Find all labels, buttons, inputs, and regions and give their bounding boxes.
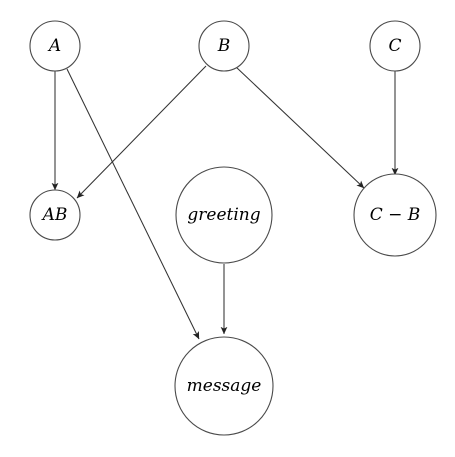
node-ab-label: AB xyxy=(41,205,68,225)
node-b: B xyxy=(198,20,250,72)
node-message-label: message xyxy=(187,376,262,396)
node-a-label: A xyxy=(47,36,61,56)
node-c-label: C xyxy=(388,36,401,56)
edge-a-to-message xyxy=(66,68,200,340)
node-c: C xyxy=(369,20,421,72)
node-ab: AB xyxy=(29,189,81,241)
node-message: message xyxy=(174,336,274,436)
edge-b-to-c-minus-b xyxy=(235,66,365,189)
node-c-minus-b-label: C − B xyxy=(370,205,421,225)
node-a: A xyxy=(29,20,81,72)
edge-b-to-ab xyxy=(76,65,207,199)
node-greeting: greeting xyxy=(175,166,273,264)
node-c-minus-b: C − B xyxy=(353,173,437,257)
node-greeting-label: greeting xyxy=(187,205,260,225)
node-b-label: B xyxy=(217,36,231,56)
